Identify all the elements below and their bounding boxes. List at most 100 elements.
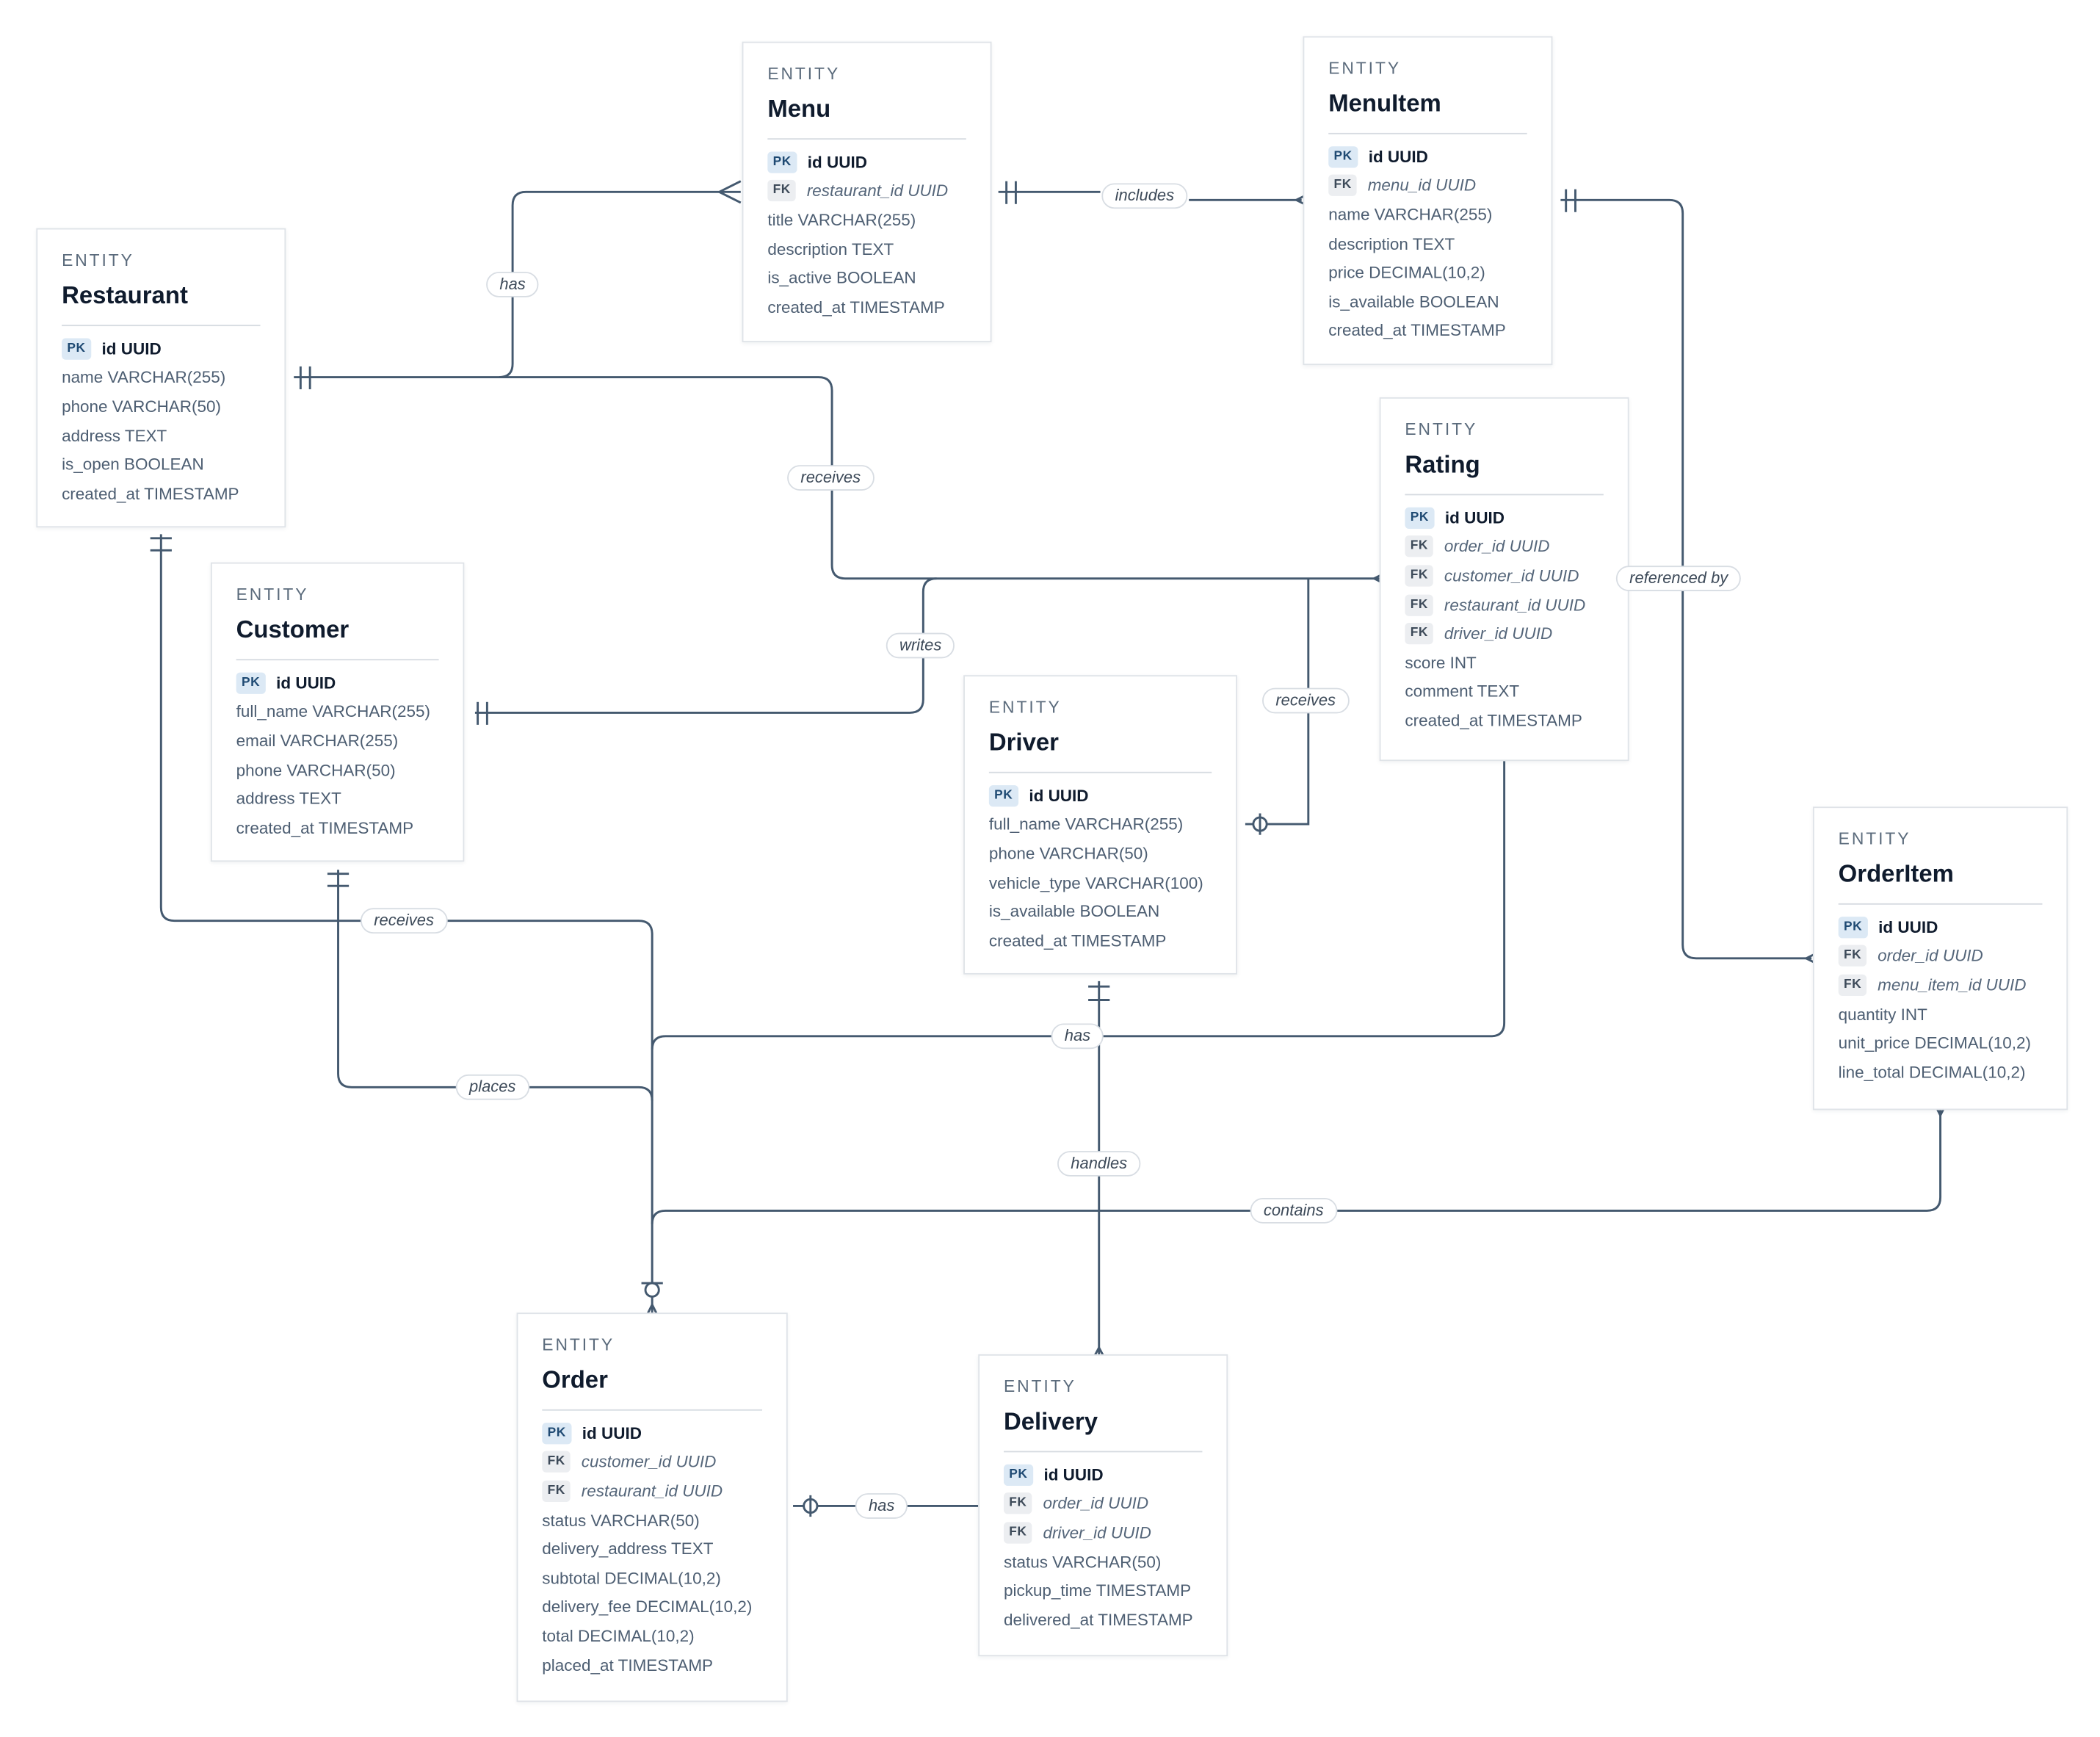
attribute-row: full_name VARCHAR(255)	[989, 810, 1212, 839]
foreign-key-badge: FK	[767, 180, 797, 202]
attribute-name: id UUID	[1878, 917, 1938, 937]
entity-divider	[1328, 132, 1527, 134]
entity-kind-label: ENTITY	[1328, 59, 1401, 78]
attribute-name: address TEXT	[62, 426, 167, 445]
attribute-row: created_at TIMESTAMP	[989, 926, 1212, 955]
primary-key-badge: PK	[1838, 916, 1868, 939]
attribute-row: full_name VARCHAR(255)	[236, 698, 439, 726]
attribute-name: restaurant_id UUID	[581, 1481, 723, 1501]
edge-restaurant-rating	[499, 376, 1380, 580]
attribute-name: pickup_time TIMESTAMP	[1003, 1581, 1192, 1600]
attribute-name: order_id UUID	[1043, 1494, 1149, 1514]
entity-divider	[542, 1409, 763, 1411]
attribute-name: status VARCHAR(50)	[542, 1510, 700, 1530]
attribute-name: created_at TIMESTAMP	[988, 931, 1167, 950]
entity-title: Customer	[236, 615, 350, 643]
attribute-name: description TEXT	[767, 239, 894, 259]
primary-key-badge: PK	[988, 784, 1018, 806]
attribute-name: order_id UUID	[1878, 947, 1983, 966]
attribute-name: score INT	[1405, 653, 1477, 673]
entity-title: Order	[542, 1366, 608, 1393]
attribute-row: is_active BOOLEAN	[767, 264, 966, 292]
attribute-name: description TEXT	[1328, 234, 1455, 253]
attribute-name: is_available BOOLEAN	[1328, 292, 1499, 311]
foreign-key-badge: FK	[1838, 945, 1867, 967]
attribute-row: created_at TIMESTAMP	[767, 292, 966, 321]
attribute-row: price DECIMAL(10,2)	[1328, 259, 1527, 287]
label-writes: writes	[886, 632, 955, 659]
attribute-name: vehicle_type VARCHAR(100)	[988, 873, 1203, 892]
entity-title: Menu	[767, 95, 831, 123]
attribute-name: order_id UUID	[1444, 537, 1550, 557]
attribute-name: id UUID	[582, 1423, 642, 1443]
many-marker	[717, 180, 742, 204]
attribute-name: email VARCHAR(255)	[236, 731, 399, 751]
label-rating-has: has	[1051, 1023, 1104, 1050]
attribute-name: title VARCHAR(255)	[767, 210, 916, 230]
primary-key-badge: PK	[236, 672, 266, 694]
attribute-row: status VARCHAR(50)	[542, 1506, 762, 1534]
edge-rating-order	[651, 761, 1506, 1050]
attribute-row: total DECIMAL(10,2)	[542, 1622, 762, 1650]
attribute-row: PK id UUID	[1838, 913, 2043, 942]
attribute-row: is_available BOOLEAN	[989, 897, 1212, 925]
attribute-name: placed_at TIMESTAMP	[542, 1655, 714, 1675]
attribute-row: delivery_fee DECIMAL(10,2)	[542, 1592, 762, 1621]
attribute-row: description TEXT	[1328, 229, 1527, 258]
entity-kind-label: ENTITY	[236, 585, 309, 604]
attribute-row: is_open BOOLEAN	[62, 450, 260, 479]
attribute-name: delivery_address TEXT	[542, 1539, 714, 1559]
attribute-name: driver_id UUID	[1444, 624, 1553, 643]
attribute-name: unit_price DECIMAL(10,2)	[1838, 1033, 2031, 1053]
primary-key-badge: PK	[1003, 1464, 1033, 1486]
foreign-key-badge: FK	[1405, 623, 1434, 645]
entity-title: Driver	[988, 729, 1059, 756]
label-contains: contains	[1250, 1198, 1337, 1224]
primary-key-badge: PK	[62, 338, 91, 360]
attribute-row: score INT	[1405, 649, 1603, 677]
attribute-name: created_at TIMESTAMP	[1405, 711, 1582, 731]
attribute-name: phone VARCHAR(50)	[988, 844, 1148, 864]
primary-key-badge: PK	[542, 1422, 572, 1445]
edge-customer-rating	[474, 577, 937, 714]
attribute-row: PK id UUID	[62, 334, 260, 363]
attribute-name: id UUID	[101, 339, 162, 358]
attribute-name: created_at TIMESTAMP	[62, 484, 239, 503]
attribute-row: address TEXT	[62, 421, 260, 449]
entity-divider	[767, 138, 966, 140]
attribute-row: delivery_address TEXT	[542, 1535, 762, 1564]
attribute-name: subtotal DECIMAL(10,2)	[542, 1568, 721, 1588]
entity-kind-label: ENTITY	[1838, 829, 1911, 848]
entity-title: MenuItem	[1328, 90, 1441, 117]
attribute-name: restaurant_id UUID	[806, 181, 949, 201]
primary-key-badge: PK	[767, 151, 797, 173]
attribute-name: phone VARCHAR(50)	[236, 760, 396, 780]
attribute-row: status VARCHAR(50)	[1004, 1548, 1202, 1576]
attribute-name: total DECIMAL(10,2)	[542, 1626, 695, 1646]
attribute-row: line_total DECIMAL(10,2)	[1839, 1058, 2043, 1086]
attribute-row: quantity INT	[1839, 1000, 2043, 1028]
attribute-name: is_active BOOLEAN	[767, 268, 916, 288]
attribute-name: menu_id UUID	[1367, 176, 1477, 195]
attribute-row: created_at TIMESTAMP	[1405, 707, 1603, 735]
attribute-row: created_at TIMESTAMP	[1328, 316, 1527, 344]
